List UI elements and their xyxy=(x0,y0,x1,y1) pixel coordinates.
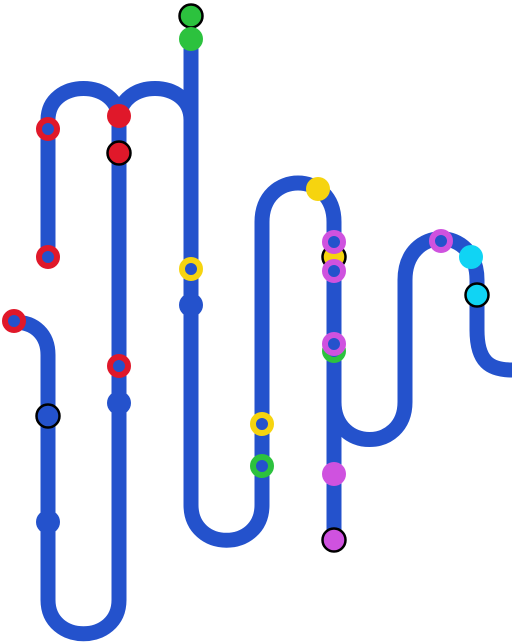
marker-purple-ring-stack-bottom xyxy=(322,259,346,283)
marker-green-solid-top xyxy=(179,27,203,51)
marker-purple-ring-stack-top xyxy=(322,230,346,254)
marker-purple-ring-stack-lower xyxy=(322,332,346,356)
blue-route xyxy=(13,38,513,642)
marker-red-ring-entry xyxy=(2,309,26,333)
marker-purple-solid-lower xyxy=(322,462,346,486)
marker-yellow-ring-upper xyxy=(179,257,203,281)
route-layer xyxy=(13,38,513,642)
marker-blue-solid-outlined xyxy=(35,403,61,429)
marker-red-solid-outlined-middle xyxy=(106,140,132,166)
marker-red-ring-middle-lower xyxy=(107,354,131,378)
marker-purple-solid-outlined-end xyxy=(321,527,347,553)
marker-yellow-solid-curve xyxy=(306,177,330,201)
marker-blue-dot-lower xyxy=(36,510,60,534)
marker-cyan-solid-outlined-right xyxy=(464,282,490,308)
marker-yellow-ring-lower xyxy=(250,412,274,436)
marker-purple-ring-right xyxy=(429,229,453,253)
marker-green-solid-outlined-top xyxy=(178,3,204,29)
marker-red-ring-left-upper xyxy=(36,117,60,141)
marker-blue-dot-upper xyxy=(179,293,203,317)
marker-green-ring-lower xyxy=(250,454,274,478)
marker-layer xyxy=(2,3,490,553)
marker-blue-dot-middle xyxy=(107,391,131,415)
marker-red-ring-left-lower xyxy=(36,245,60,269)
marker-cyan-solid-right xyxy=(459,245,483,269)
marker-red-solid-middle xyxy=(107,104,131,128)
